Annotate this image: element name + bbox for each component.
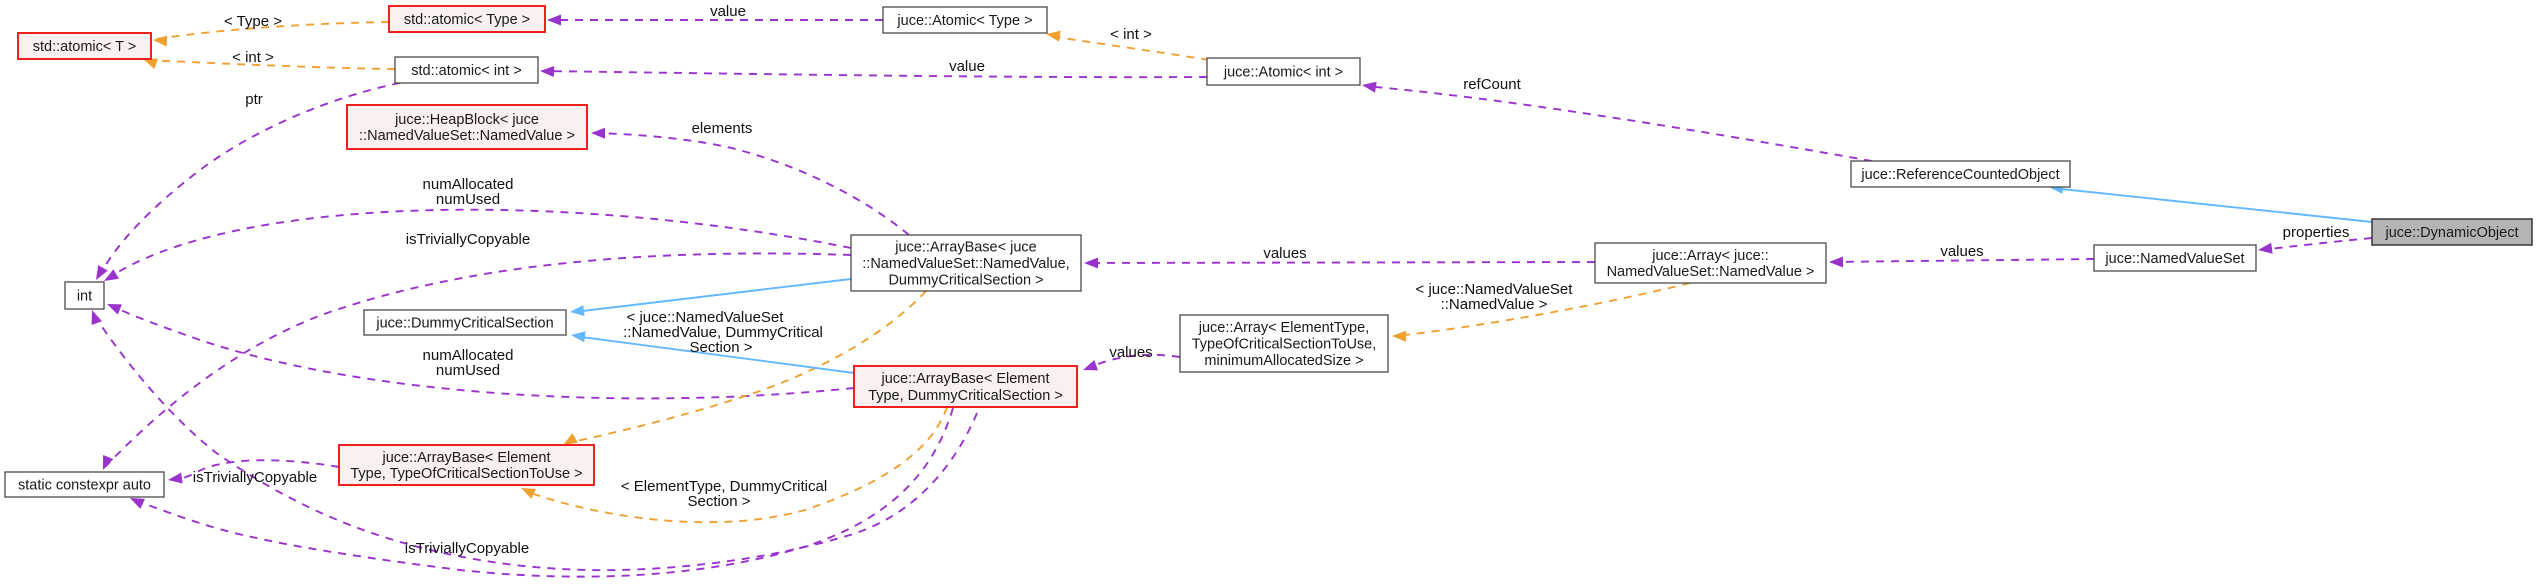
svg-text:NamedValueSet::NamedValue >: NamedValueSet::NamedValue >	[1607, 264, 1815, 280]
svg-text:int: int	[77, 289, 92, 305]
svg-text:juce::Atomic< int >: juce::Atomic< int >	[1223, 65, 1343, 81]
svg-text:< ElementType, DummyCritical: < ElementType, DummyCritical	[621, 478, 827, 495]
svg-text:values: values	[1109, 344, 1152, 361]
svg-text:isTriviallyCopyable: isTriviallyCopyable	[193, 469, 317, 486]
svg-text:::NamedValue, DummyCritical: ::NamedValue, DummyCritical	[623, 324, 823, 341]
svg-text:properties: properties	[2283, 224, 2350, 241]
svg-text:value: value	[949, 58, 985, 75]
svg-text:value: value	[710, 3, 746, 20]
svg-text:isTriviallyCopyable: isTriviallyCopyable	[405, 540, 529, 557]
svg-text:::NamedValueSet::NamedValue,: ::NamedValueSet::NamedValue,	[862, 256, 1069, 272]
svg-text:::NamedValue >: ::NamedValue >	[1441, 296, 1548, 313]
svg-text:juce::ReferenceCountedObject: juce::ReferenceCountedObject	[1860, 167, 2059, 183]
svg-text:numUsed: numUsed	[436, 362, 500, 379]
svg-text:TypeOfCriticalSectionToUse,: TypeOfCriticalSectionToUse,	[1192, 337, 1377, 353]
svg-text:std::atomic< Type >: std::atomic< Type >	[404, 12, 530, 28]
svg-text:std::atomic< T >: std::atomic< T >	[33, 39, 136, 55]
svg-text:Type, TypeOfCriticalSectionToU: Type, TypeOfCriticalSectionToUse >	[350, 466, 582, 482]
svg-text:juce::DynamicObject: juce::DynamicObject	[2385, 225, 2519, 241]
svg-text:< int >: < int >	[232, 49, 274, 66]
svg-text:numUsed: numUsed	[436, 191, 500, 208]
svg-text:values: values	[1263, 245, 1306, 262]
svg-text:Section >: Section >	[688, 493, 751, 510]
svg-text:< int >: < int >	[1110, 26, 1152, 43]
svg-text:minimumAllocatedSize >: minimumAllocatedSize >	[1204, 353, 1363, 369]
svg-text:refCount: refCount	[1463, 76, 1521, 93]
svg-text:< juce::NamedValueSet: < juce::NamedValueSet	[627, 309, 785, 326]
svg-text:std::atomic< int >: std::atomic< int >	[411, 63, 521, 79]
svg-text:juce::NamedValueSet: juce::NamedValueSet	[2104, 251, 2244, 267]
svg-text:juce::HeapBlock< juce: juce::HeapBlock< juce	[394, 112, 539, 128]
svg-text:juce::ArrayBase< Element: juce::ArrayBase< Element	[381, 450, 550, 466]
svg-text:juce::Array< juce::: juce::Array< juce::	[1651, 248, 1768, 264]
svg-text:< Type >: < Type >	[224, 13, 282, 30]
svg-text:ptr: ptr	[245, 91, 263, 108]
svg-text:juce::Atomic< Type >: juce::Atomic< Type >	[896, 13, 1032, 29]
svg-text:juce::DummyCriticalSection: juce::DummyCriticalSection	[375, 316, 553, 332]
svg-text:numAllocated: numAllocated	[423, 347, 514, 364]
svg-text:numAllocated: numAllocated	[423, 176, 514, 193]
svg-text:< juce::NamedValueSet: < juce::NamedValueSet	[1416, 281, 1574, 298]
svg-text:values: values	[1940, 243, 1983, 260]
svg-text:elements: elements	[692, 120, 753, 137]
svg-text:::NamedValueSet::NamedValue >: ::NamedValueSet::NamedValue >	[359, 128, 575, 144]
svg-text:isTriviallyCopyable: isTriviallyCopyable	[406, 231, 530, 248]
svg-text:DummyCriticalSection >: DummyCriticalSection >	[888, 273, 1043, 289]
svg-text:juce::ArrayBase< Element: juce::ArrayBase< Element	[880, 371, 1049, 387]
svg-text:Section >: Section >	[690, 339, 753, 356]
svg-text:static constexpr auto: static constexpr auto	[18, 478, 151, 494]
svg-text:juce::ArrayBase< juce: juce::ArrayBase< juce	[894, 240, 1036, 256]
svg-text:juce::Array< ElementType,: juce::Array< ElementType,	[1198, 320, 1369, 336]
svg-text:Type, DummyCriticalSection >: Type, DummyCriticalSection >	[868, 388, 1063, 404]
